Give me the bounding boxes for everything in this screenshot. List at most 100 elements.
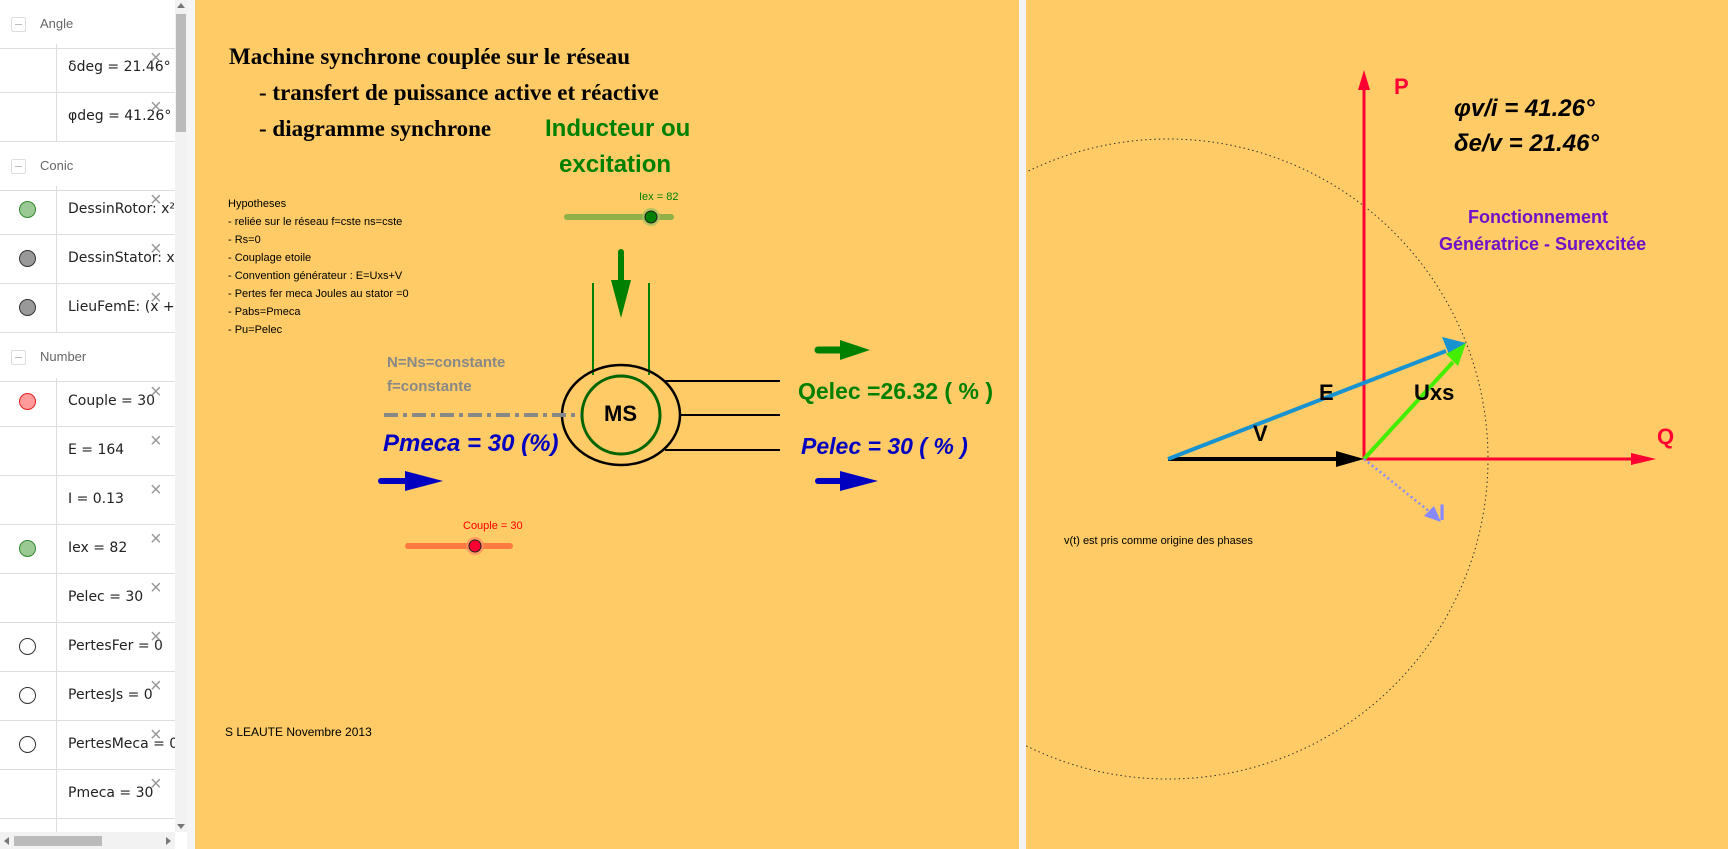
visibility-toggle-icon[interactable]	[19, 540, 36, 557]
algebra-row-text[interactable]: DessinRotor: x² +	[68, 201, 176, 217]
view-divider[interactable]	[1019, 0, 1026, 849]
algebra-row-lieu-fem-e[interactable]: LieuFemE: (x + 1 ×	[0, 284, 175, 333]
visibility-toggle-icon[interactable]	[19, 638, 36, 655]
delta-angle-value: δe/v = 21.46°	[1454, 130, 1600, 157]
marker-cell	[0, 378, 57, 426]
algebra-row-phi-deg[interactable]: φdeg = 41.26° ×	[0, 93, 175, 142]
pelec-arrow-icon	[815, 471, 878, 491]
algebra-row-text[interactable]: Iex = 82	[68, 540, 128, 556]
e-vector	[1167, 337, 1466, 461]
delete-icon[interactable]: ×	[150, 528, 162, 550]
delete-icon[interactable]: ×	[150, 577, 162, 599]
iex-slider[interactable]	[564, 208, 674, 226]
algebra-row-text[interactable]: Pmeca = 30	[68, 785, 154, 801]
algebra-row-text[interactable]: E = 164	[68, 442, 125, 458]
algebra-row-text[interactable]: PertesMeca = 0	[68, 736, 176, 752]
visibility-toggle-icon[interactable]	[19, 393, 36, 410]
delete-icon[interactable]: ×	[150, 675, 162, 697]
algebra-row-partial[interactable]	[0, 819, 175, 832]
algebra-row-text[interactable]: LieuFemE: (x + 1	[68, 299, 175, 315]
group-header-number[interactable]: Number	[0, 333, 175, 382]
p-axis-label: P	[1394, 74, 1409, 99]
scroll-right-icon[interactable]	[166, 837, 171, 845]
uxs-vector-label: Uxs	[1414, 380, 1455, 405]
algebra-row-text[interactable]: δdeg = 21.46°	[68, 59, 171, 75]
subtitle-power-transfer: - transfert de puissance active et réact…	[259, 80, 659, 105]
group-header-angle[interactable]: Angle	[0, 0, 175, 49]
marker-cell	[0, 427, 57, 475]
scrollbar-thumb[interactable]	[176, 14, 186, 132]
i-vector	[1363, 458, 1441, 522]
scrollbar-thumb[interactable]	[14, 836, 102, 846]
algebra-row-couple[interactable]: Couple = 30 ×	[0, 378, 175, 427]
algebra-row-i[interactable]: I = 0.13 ×	[0, 476, 175, 525]
delete-icon[interactable]: ×	[150, 479, 162, 501]
algebra-row-delta-deg[interactable]: δdeg = 21.46° ×	[0, 44, 175, 93]
hypothesis-item: - Pabs=Pmeca	[228, 306, 301, 318]
algebra-row-pertes-js[interactable]: PertesJs = 0 ×	[0, 672, 175, 721]
delete-icon[interactable]: ×	[150, 287, 162, 309]
scroll-down-icon[interactable]	[177, 824, 185, 829]
algebra-row-text[interactable]: PertesFer = 0	[68, 638, 163, 654]
graphics-view-machine[interactable]: Machine synchrone couplée sur le réseau …	[195, 0, 1019, 849]
algebra-row-e[interactable]: E = 164 ×	[0, 427, 175, 476]
visibility-toggle-icon[interactable]	[19, 201, 36, 218]
visibility-toggle-icon[interactable]	[19, 250, 36, 267]
algebra-row-text[interactable]: I = 0.13	[68, 491, 124, 507]
v-vector-label: V	[1253, 421, 1268, 446]
delete-icon[interactable]: ×	[150, 238, 162, 260]
vertical-scrollbar[interactable]	[175, 0, 187, 832]
delete-icon[interactable]: ×	[150, 381, 162, 403]
page-title: Machine synchrone couplée sur le réseau	[229, 44, 630, 69]
horizontal-scrollbar[interactable]	[0, 832, 175, 849]
graphics-view-phasor[interactable]: φv/i = 41.26° δe/v = 21.46° Fonctionneme…	[1026, 0, 1728, 849]
collapse-icon[interactable]	[11, 350, 26, 365]
marker-cell	[0, 525, 57, 573]
marker-cell	[0, 44, 57, 92]
couple-slider[interactable]	[405, 537, 513, 555]
visibility-toggle-icon[interactable]	[19, 299, 36, 316]
qelec-arrow-icon	[814, 340, 870, 360]
algebra-row-text[interactable]: φdeg = 41.26°	[68, 108, 172, 124]
marker-cell	[0, 819, 57, 832]
delete-icon[interactable]: ×	[150, 47, 162, 69]
marker-cell	[0, 770, 57, 818]
collapse-icon[interactable]	[11, 159, 26, 174]
algebra-row-pmeca[interactable]: Pmeca = 30 ×	[0, 770, 175, 819]
algebra-row-pelec[interactable]: Pelec = 30 ×	[0, 574, 175, 623]
hypothesis-item: - Convention générateur : E=Uxs+V	[228, 270, 403, 282]
couple-slider-label: Couple = 30	[463, 520, 523, 532]
collapse-icon[interactable]	[11, 17, 26, 32]
scroll-left-icon[interactable]	[4, 837, 9, 845]
delete-icon[interactable]: ×	[150, 430, 162, 452]
marker-cell	[0, 721, 57, 769]
algebra-row-text[interactable]: DessinStator: x² +	[68, 250, 175, 266]
visibility-toggle-icon[interactable]	[19, 736, 36, 753]
delete-icon[interactable]: ×	[150, 724, 162, 746]
delete-icon[interactable]: ×	[150, 773, 162, 795]
group-header-conic[interactable]: Conic	[0, 142, 175, 191]
scroll-up-icon[interactable]	[177, 3, 185, 8]
group-label: Angle	[40, 16, 74, 31]
algebra-row-iex[interactable]: Iex = 82 ×	[0, 525, 175, 574]
hypotheses-list: Hypotheses - reliée sur le réseau f=cste…	[228, 195, 409, 339]
visibility-toggle-icon[interactable]	[19, 687, 36, 704]
algebra-row-text[interactable]: PertesJs = 0	[68, 687, 153, 703]
e-vector-label: E	[1319, 380, 1334, 405]
qelec-value: Qelec =26.32 ( % )	[798, 378, 993, 404]
pelec-value: Pelec = 30 ( % )	[801, 433, 968, 459]
frequency-note: f=constante	[387, 378, 472, 395]
algebra-row-pertes-fer[interactable]: PertesFer = 0 ×	[0, 623, 175, 672]
v-vector	[1168, 451, 1364, 467]
delete-icon[interactable]: ×	[150, 96, 162, 118]
uxs-vector	[1362, 343, 1466, 461]
delete-icon[interactable]: ×	[150, 189, 162, 211]
delete-icon[interactable]: ×	[150, 626, 162, 648]
hypothesis-item: - Pu=Pelec	[228, 324, 283, 336]
group-label: Conic	[40, 158, 74, 173]
algebra-row-dessin-stator[interactable]: DessinStator: x² + ×	[0, 235, 175, 284]
algebra-row-text[interactable]: Pelec = 30	[68, 589, 144, 605]
algebra-row-pertes-meca[interactable]: PertesMeca = 0 ×	[0, 721, 175, 770]
algebra-row-dessin-rotor[interactable]: DessinRotor: x² + ×	[0, 186, 175, 235]
algebra-row-text[interactable]: Couple = 30	[68, 393, 156, 409]
